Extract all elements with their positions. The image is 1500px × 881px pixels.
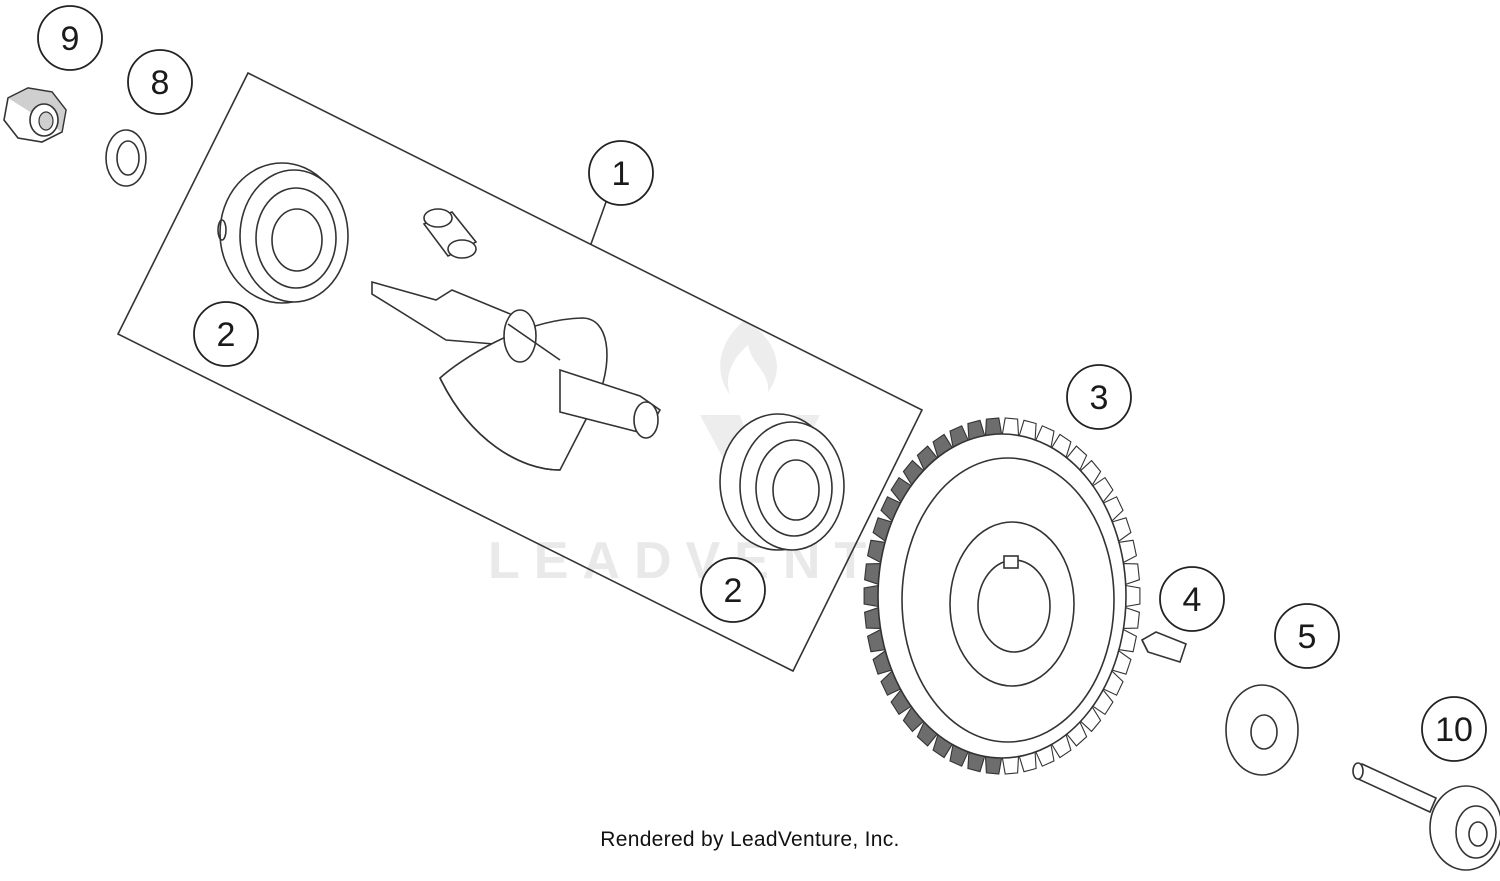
callout-label: 9 <box>61 20 80 58</box>
credit-text: Rendered by LeadVenture, Inc. <box>600 828 900 851</box>
gear-tooth <box>984 755 1003 775</box>
callout-2-left: 2 <box>193 301 259 367</box>
leader-line-1 <box>590 201 607 245</box>
washer-part-8 <box>105 129 147 187</box>
callout-3: 3 <box>1066 364 1132 430</box>
callout-4: 4 <box>1159 566 1225 632</box>
washer-part-5 <box>1225 684 1299 776</box>
callout-label: 10 <box>1435 711 1473 749</box>
callout-label: 1 <box>612 155 631 193</box>
key-part-4 <box>1140 631 1187 663</box>
callout-label: 2 <box>724 572 743 610</box>
callout-2-right: 2 <box>700 557 766 623</box>
balancer-shaft-part <box>371 280 662 471</box>
callout-label: 4 <box>1183 581 1202 619</box>
nut-part-9 <box>3 87 67 143</box>
callout-label: 2 <box>217 316 236 354</box>
bushing-part <box>422 208 478 259</box>
callout-9: 9 <box>37 5 103 71</box>
gear-tooth <box>1125 584 1141 608</box>
callout-5: 5 <box>1274 603 1340 669</box>
gear-tooth <box>984 417 1003 437</box>
callout-10: 10 <box>1421 696 1487 762</box>
gear-tooth <box>1001 417 1020 437</box>
gear-tooth <box>1001 755 1020 775</box>
callout-label: 8 <box>151 64 170 102</box>
callout-1: 1 <box>588 140 654 206</box>
gear-tooth <box>863 584 879 608</box>
callout-8: 8 <box>127 49 193 115</box>
bearing-part-2-right <box>719 413 845 551</box>
callout-label: 3 <box>1090 379 1109 417</box>
assembly-box <box>116 71 924 673</box>
bearing-part-2-left <box>217 162 349 304</box>
callout-label: 5 <box>1298 618 1317 656</box>
gear-part-3 <box>863 417 1141 775</box>
bolt-part-10 <box>1352 762 1500 871</box>
